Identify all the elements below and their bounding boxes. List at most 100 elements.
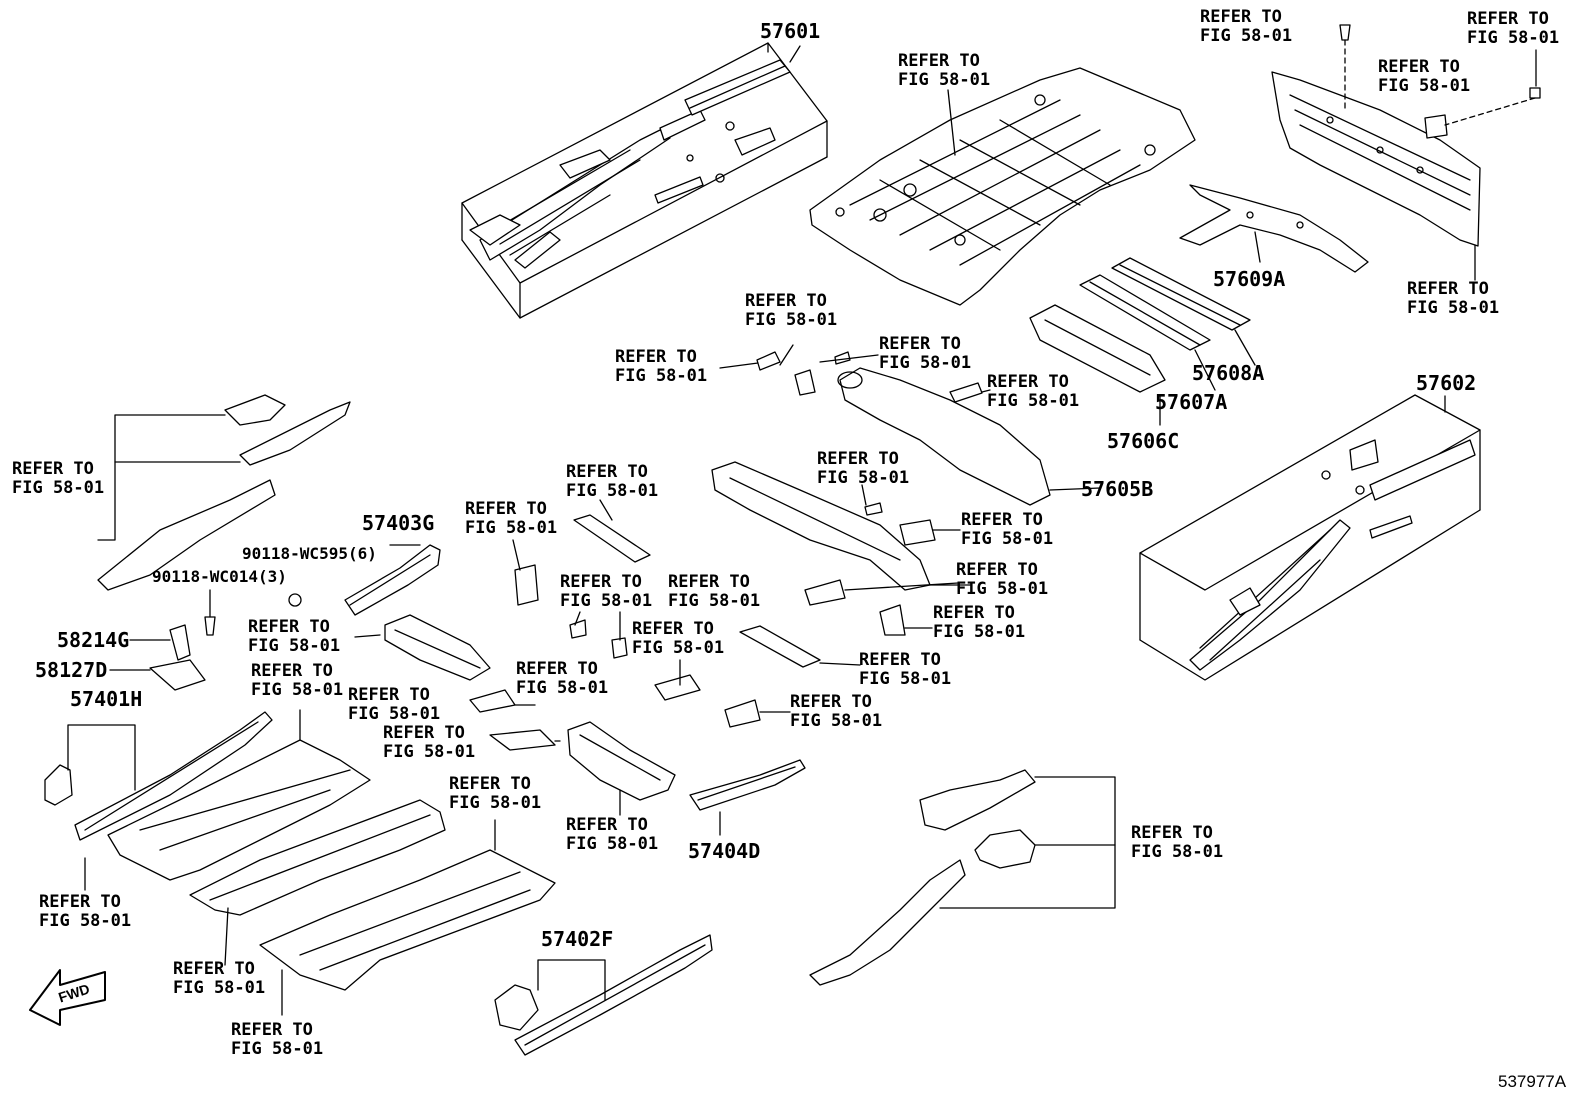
- label-57608A: 57608A: [1192, 361, 1265, 385]
- ref-word: REFER TO: [1200, 7, 1282, 27]
- ref-word: REFER TO: [933, 603, 1015, 623]
- part-57403G: [345, 545, 440, 615]
- ref-fig: FIG 58-01: [1467, 28, 1560, 48]
- ref-fig: FIG 58-01: [1407, 298, 1500, 318]
- ref-word: REFER TO: [1378, 57, 1460, 77]
- ref-fig: FIG 58-01: [1378, 76, 1471, 96]
- ref-fig: FIG 58-01: [566, 481, 659, 501]
- ref-word: REFER TO: [879, 334, 961, 354]
- ref-word: REFER TO: [956, 560, 1038, 580]
- part-57606C: [1030, 305, 1165, 425]
- label-57401H: 57401H: [70, 687, 143, 711]
- ref-fig: FIG 58-01: [817, 468, 910, 488]
- parts-bolts-brackets: [110, 590, 301, 690]
- ref-word: REFER TO: [516, 659, 598, 679]
- ref-word: REFER TO: [251, 661, 333, 681]
- ref-fig: FIG 58-01: [248, 636, 341, 656]
- part-center-pan: [190, 800, 445, 965]
- part-57402F: [495, 935, 712, 1055]
- part-57608A: [1112, 258, 1255, 365]
- ref-word: REFER TO: [987, 372, 1069, 392]
- part-left-reinf: [98, 395, 350, 590]
- ref-fig: FIG 58-01: [879, 353, 972, 373]
- ref-fig: FIG 58-01: [465, 518, 558, 538]
- part-57605B: [837, 368, 1100, 505]
- ref-fig: FIG 58-01: [615, 366, 708, 386]
- part-tunnel: [355, 615, 490, 680]
- ref-word: REFER TO: [1407, 279, 1489, 299]
- ref-word: REFER TO: [248, 617, 330, 637]
- ref-word: REFER TO: [231, 1020, 313, 1040]
- ref-word: REFER TO: [39, 892, 121, 912]
- label-57605B: 57605B: [1081, 477, 1154, 501]
- ref-word: REFER TO: [1131, 823, 1213, 843]
- ref-fig: FIG 58-01: [1131, 842, 1224, 862]
- ref-word: REFER TO: [560, 572, 642, 592]
- ref-word: REFER TO: [745, 291, 827, 311]
- label-57606C: 57606C: [1107, 429, 1180, 453]
- box-57602: [1140, 395, 1480, 680]
- ref-word: REFER TO: [632, 619, 714, 639]
- ref-fig: FIG 58-01: [516, 678, 609, 698]
- label-58127D: 58127D: [35, 658, 108, 682]
- ref-word: REFER TO: [668, 572, 750, 592]
- small-brackets: [470, 345, 990, 750]
- part-57401H: [45, 710, 370, 880]
- label-58214G: 58214G: [57, 628, 130, 652]
- ref-fig: FIG 58-01: [632, 638, 725, 658]
- ref-fig: FIG 58-01: [12, 478, 105, 498]
- ref-word: REFER TO: [615, 347, 697, 367]
- part-57601-rails: [470, 60, 790, 268]
- fwd-arrow-icon: [30, 970, 105, 1025]
- ref-fig: FIG 58-01: [560, 591, 653, 611]
- ref-fig: FIG 58-01: [231, 1039, 324, 1059]
- part-57602-rails: [1190, 440, 1475, 670]
- ref-fig: FIG 58-01: [39, 911, 132, 931]
- ref-word: REFER TO: [817, 449, 899, 469]
- ref-fig: FIG 58-01: [933, 622, 1026, 642]
- ref-fig: FIG 58-01: [383, 742, 476, 762]
- ref-fig: FIG 58-01: [449, 793, 542, 813]
- ref-fig: FIG 58-01: [859, 669, 952, 689]
- part-rear-panel: [1272, 25, 1540, 280]
- ref-fig: FIG 58-01: [987, 391, 1080, 411]
- ref-word: REFER TO: [961, 510, 1043, 530]
- label-90118-WC595: 90118-WC595(6): [242, 544, 377, 563]
- part-center-member: [712, 462, 970, 590]
- diagram-id: 537977A: [1498, 1072, 1567, 1091]
- ref-word: REFER TO: [383, 723, 465, 743]
- ref-fig: FIG 58-01: [348, 704, 441, 724]
- ref-word: REFER TO: [566, 462, 648, 482]
- ref-word: REFER TO: [898, 51, 980, 71]
- ref-fig: FIG 58-01: [668, 591, 761, 611]
- ref-word: REFER TO: [790, 692, 872, 712]
- ref-fig: FIG 58-01: [790, 711, 883, 731]
- label-57607A: 57607A: [1155, 390, 1228, 414]
- ref-fig: FIG 58-01: [173, 978, 266, 998]
- label-57403G: 57403G: [362, 511, 435, 535]
